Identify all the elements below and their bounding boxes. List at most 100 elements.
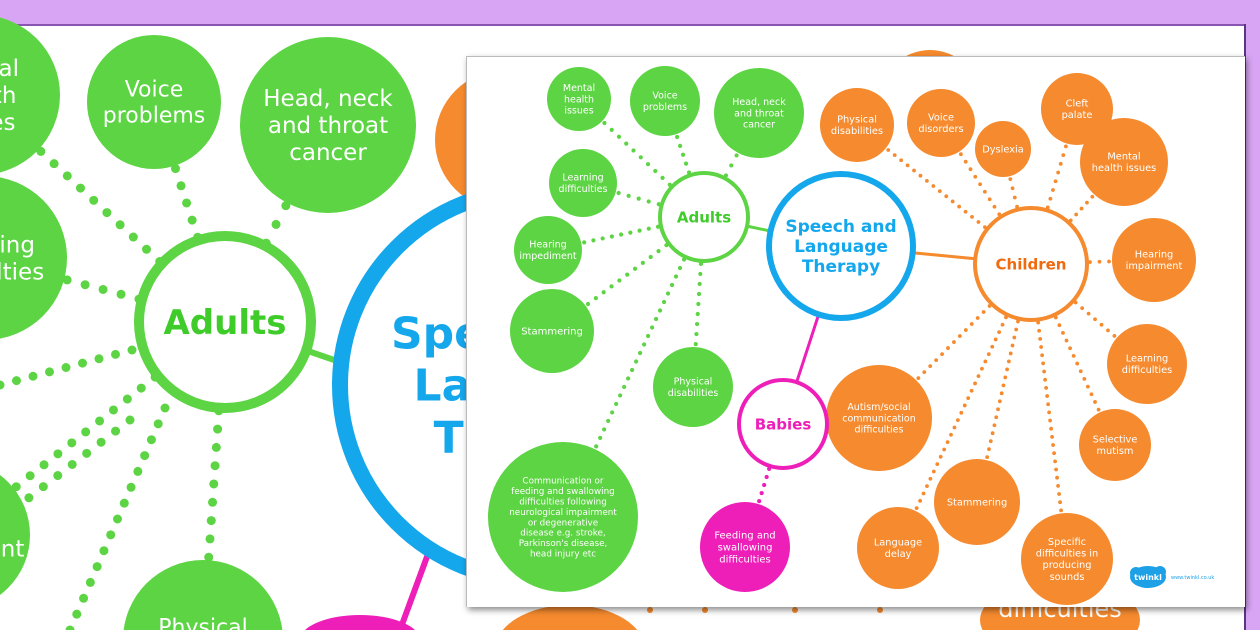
connector-dot bbox=[82, 448, 92, 458]
connector-dot bbox=[660, 175, 665, 180]
bubble-circle bbox=[510, 289, 594, 373]
connector-dot bbox=[211, 442, 221, 452]
connector-dot bbox=[24, 493, 34, 503]
connector-dot bbox=[637, 228, 642, 233]
connector-dot bbox=[792, 607, 798, 613]
bubble-label: Voice bbox=[125, 78, 184, 103]
connector-dot bbox=[598, 435, 603, 441]
connector-dot bbox=[985, 455, 990, 460]
connector-dot bbox=[955, 418, 960, 423]
connector-dot bbox=[53, 449, 63, 459]
connector-dot bbox=[653, 316, 659, 322]
connector-dot bbox=[1041, 361, 1046, 366]
connector-dot bbox=[75, 183, 85, 193]
connector-dot bbox=[1042, 369, 1047, 374]
connector-dot bbox=[61, 363, 71, 372]
connector-dot bbox=[1010, 186, 1015, 191]
connector-dot bbox=[645, 333, 651, 339]
bubble-label: Learning bbox=[1126, 354, 1169, 365]
connector-dot bbox=[1075, 361, 1080, 366]
connector-dot bbox=[1053, 179, 1058, 184]
bubble-circle bbox=[0, 17, 60, 173]
connector-dot bbox=[95, 416, 105, 426]
connector-dot bbox=[695, 311, 700, 317]
connector-dot bbox=[208, 497, 218, 507]
connector-dot bbox=[1058, 161, 1063, 166]
connector-dot bbox=[1107, 259, 1111, 264]
connector-dot bbox=[696, 301, 701, 307]
hub-babies: Babies bbox=[737, 378, 829, 470]
connector-dot bbox=[98, 284, 108, 294]
connector-dot bbox=[600, 236, 605, 241]
bubble-circle bbox=[630, 66, 700, 136]
connector-dot bbox=[656, 248, 661, 254]
bubble-label: disorders bbox=[918, 124, 963, 135]
logo-cloud-icon bbox=[1154, 566, 1166, 578]
bubble-circle bbox=[653, 347, 733, 427]
connector-dot bbox=[983, 359, 988, 364]
connector-dot bbox=[79, 593, 89, 603]
connector-dot bbox=[119, 498, 129, 508]
connector-dot bbox=[968, 167, 973, 172]
connector-dot bbox=[675, 134, 680, 140]
connector-dot bbox=[976, 374, 981, 379]
connector-dot bbox=[638, 155, 643, 160]
bubble-label: Head, neck bbox=[263, 86, 393, 112]
connector-dot bbox=[646, 226, 651, 231]
connector-dot bbox=[1056, 483, 1060, 488]
bubble-label: Language bbox=[874, 538, 922, 549]
bubble-label: Hearing bbox=[529, 240, 566, 251]
connector-dot bbox=[938, 454, 943, 459]
connector-dot bbox=[182, 198, 192, 208]
connector-dot bbox=[641, 342, 647, 347]
connector-dot bbox=[617, 278, 622, 283]
bubble-label: Learning bbox=[562, 173, 603, 184]
connector-dot bbox=[937, 189, 942, 194]
connector-dot bbox=[1074, 212, 1079, 217]
connector-dot bbox=[1059, 508, 1063, 513]
bubble-label: impediment bbox=[519, 251, 577, 262]
connector-dot bbox=[1000, 322, 1005, 327]
connector-dot bbox=[962, 403, 967, 408]
connector-dot bbox=[625, 272, 630, 277]
connector-dot bbox=[1080, 306, 1085, 310]
connector-dot bbox=[999, 391, 1004, 396]
connector-dot bbox=[886, 148, 891, 152]
bubble-label: Autism/social bbox=[847, 402, 910, 413]
connector-dot bbox=[1058, 500, 1062, 505]
connector-dot bbox=[970, 214, 974, 219]
connector-dot bbox=[1006, 359, 1011, 364]
connector-dot bbox=[593, 296, 598, 301]
connector-dot bbox=[1038, 336, 1043, 341]
connector-dot bbox=[602, 120, 607, 126]
connector-dot bbox=[1093, 317, 1097, 322]
connector-dot bbox=[637, 350, 643, 356]
connector-dot bbox=[1053, 459, 1057, 464]
bubble-label: problems bbox=[103, 104, 206, 129]
hub-ring bbox=[658, 171, 750, 263]
hub-label: Adults bbox=[163, 303, 286, 343]
hub-adults: Adults bbox=[658, 171, 750, 263]
connector-dot bbox=[992, 204, 997, 209]
hub-label: Language bbox=[794, 237, 888, 257]
connector-dot bbox=[912, 168, 916, 173]
hub-ring bbox=[766, 171, 916, 321]
connector-dot bbox=[133, 466, 143, 476]
connector-dot bbox=[38, 482, 48, 492]
connector-dot bbox=[209, 479, 219, 489]
bubble-label: neurological impairment bbox=[509, 508, 617, 518]
connector-dot bbox=[1057, 323, 1062, 328]
connector-dot bbox=[609, 234, 614, 239]
connector-dot bbox=[1112, 334, 1117, 338]
connector-dot bbox=[963, 328, 968, 332]
connector-dot bbox=[1061, 153, 1066, 158]
